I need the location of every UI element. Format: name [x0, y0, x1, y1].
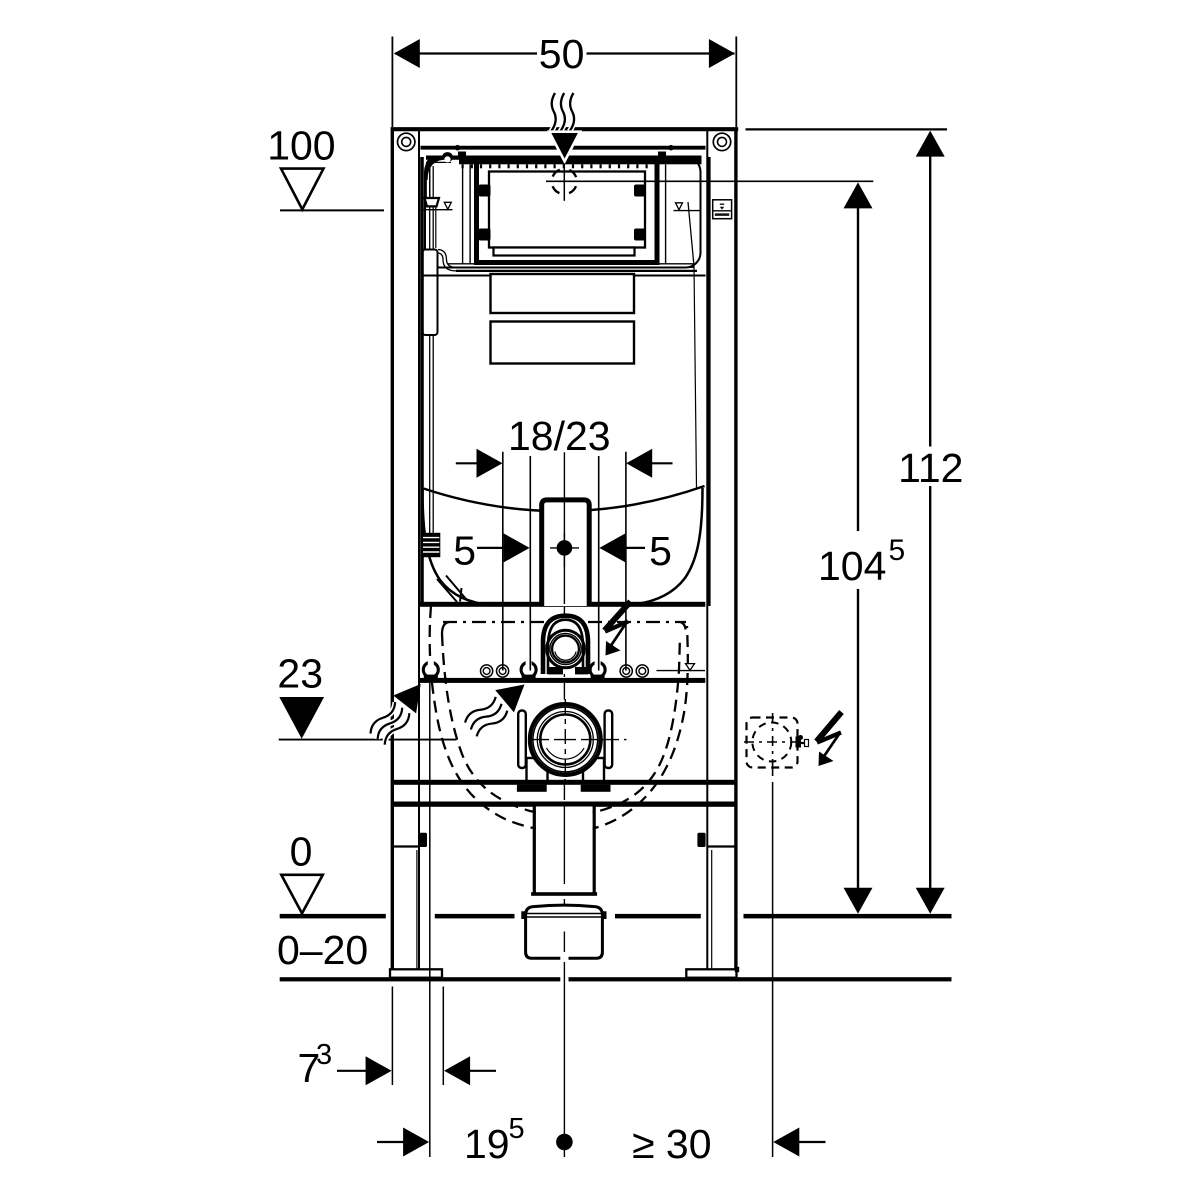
svg-text:7: 7 — [298, 1045, 321, 1091]
svg-text:0–20: 0–20 — [277, 927, 368, 973]
svg-text:≥ 30: ≥ 30 — [632, 1121, 712, 1167]
svg-text:5: 5 — [509, 1113, 525, 1145]
svg-text:5: 5 — [649, 528, 672, 574]
svg-text:23: 23 — [277, 651, 323, 697]
svg-text:18/23: 18/23 — [508, 413, 611, 459]
svg-text:5: 5 — [889, 534, 906, 567]
svg-text:0: 0 — [290, 828, 313, 874]
svg-text:50: 50 — [539, 31, 585, 77]
svg-text:100: 100 — [267, 123, 335, 169]
svg-text:3: 3 — [316, 1039, 332, 1071]
svg-text:5: 5 — [453, 528, 476, 574]
svg-text:104: 104 — [818, 543, 886, 589]
svg-text:112: 112 — [898, 445, 963, 491]
svg-text:19: 19 — [464, 1121, 510, 1167]
